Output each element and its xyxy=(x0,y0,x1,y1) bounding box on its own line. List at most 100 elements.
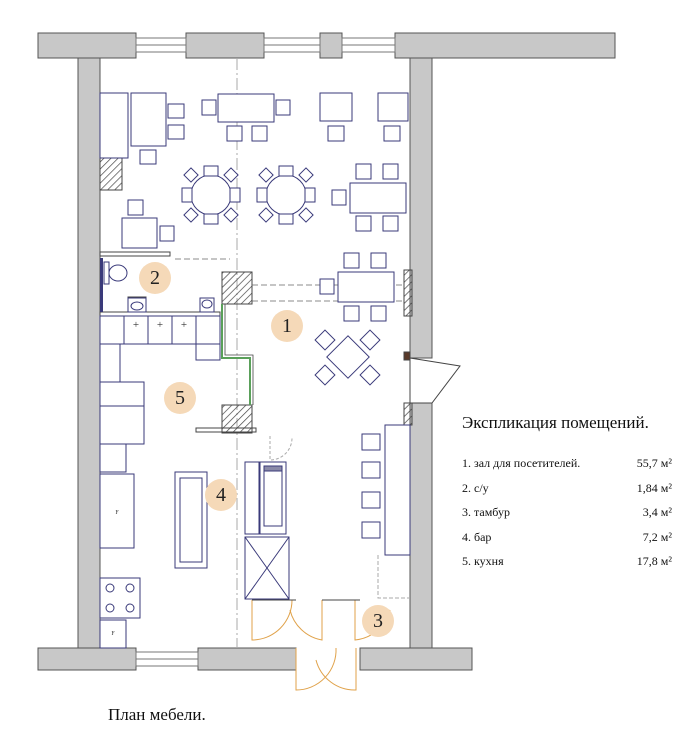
svg-text:2: 2 xyxy=(150,267,160,289)
legend-label: 4. бар xyxy=(462,529,492,544)
entrance-door xyxy=(315,648,357,691)
legend-label: 5. кухня xyxy=(462,554,504,568)
fridge xyxy=(99,473,135,549)
chair xyxy=(201,99,217,116)
svg-text:4: 4 xyxy=(216,484,226,506)
outer-walls xyxy=(37,32,616,671)
chair xyxy=(327,125,345,142)
legend-value: 3,4 м² xyxy=(642,505,672,519)
chair xyxy=(167,124,185,140)
diagonal-table xyxy=(314,329,381,386)
column-right-lower xyxy=(403,402,413,426)
table xyxy=(377,92,409,122)
chair xyxy=(382,163,399,180)
counter-top xyxy=(99,315,221,345)
chair xyxy=(383,125,401,142)
legend-label: 2. с/у xyxy=(462,480,489,495)
room-markers: 1 2 3 4 5 xyxy=(139,262,394,637)
green-partition xyxy=(221,304,251,405)
toilet-tank xyxy=(103,261,110,285)
wall-top-left xyxy=(37,32,137,59)
svg-text:3: 3 xyxy=(373,610,383,632)
chair xyxy=(226,125,243,142)
wall-left xyxy=(77,57,101,649)
legend-row: 1. зал для посетителей. 55,7 м² xyxy=(462,451,672,476)
legend-title: Экспликация помещений. xyxy=(462,413,649,432)
kitchen-cabinet xyxy=(99,381,145,407)
table xyxy=(349,182,407,214)
table xyxy=(319,92,353,122)
column-right-upper xyxy=(403,269,413,317)
table xyxy=(121,217,158,249)
plan-caption: План мебели. xyxy=(108,705,206,724)
wall-top-mid2 xyxy=(319,32,343,59)
legend-label: 3. тамбур xyxy=(462,505,510,519)
svg-text:+: + xyxy=(181,319,187,331)
chair xyxy=(343,305,360,322)
chair xyxy=(370,305,387,322)
chair xyxy=(343,252,360,269)
partition-wc-top xyxy=(99,251,171,257)
room-marker-1 xyxy=(271,310,303,342)
chair xyxy=(139,149,157,165)
wall-right-lower xyxy=(409,402,433,649)
chair xyxy=(275,99,291,116)
column-left-upper xyxy=(99,157,123,191)
room-marker-2 xyxy=(139,262,171,294)
chair xyxy=(331,189,347,206)
svg-text:1: 1 xyxy=(282,315,292,337)
door-swing xyxy=(251,599,293,641)
chair xyxy=(127,199,144,216)
wall-bottom-left xyxy=(37,647,137,671)
chair xyxy=(251,125,268,142)
round-table xyxy=(190,174,232,216)
svg-text:F: F xyxy=(111,631,115,637)
svg-text:+: + xyxy=(157,319,163,331)
dining-furniture xyxy=(99,92,409,322)
bar-cabinet xyxy=(244,461,260,535)
chair xyxy=(319,278,335,295)
legend-row: 5. кухня 17,8 м² xyxy=(462,549,672,574)
wall-right-upper xyxy=(409,57,433,359)
legend-row: 4. бар 7,2 м² xyxy=(462,525,672,550)
bar-furniture xyxy=(244,424,411,600)
kitchen-cabinet xyxy=(99,619,127,649)
hatched-columns xyxy=(99,157,413,434)
table xyxy=(337,271,395,303)
bench xyxy=(99,92,129,159)
stove xyxy=(99,577,141,619)
legend-value: 7,2 м² xyxy=(642,529,672,544)
legend-row: 3. тамбур 3,4 м² xyxy=(462,500,672,525)
wall-bottom-mid xyxy=(197,647,297,671)
chair xyxy=(355,163,372,180)
svg-text:5: 5 xyxy=(175,387,185,409)
round-tables xyxy=(181,165,316,225)
svg-text:+: + xyxy=(133,319,139,331)
room-marker-3 xyxy=(362,605,394,637)
chair xyxy=(167,103,185,119)
chair xyxy=(382,215,399,232)
svg-text:F: F xyxy=(115,510,119,516)
partition-wc-bottom xyxy=(99,311,221,317)
legend: Экспликация помещений. 1. зал для посети… xyxy=(462,413,697,574)
kitchen-cabinet xyxy=(99,443,127,473)
door-stop xyxy=(403,351,411,361)
wall-bottom-right xyxy=(359,647,473,671)
column-center-upper xyxy=(221,271,253,305)
legend-value: 1,84 м² xyxy=(636,480,672,495)
wall-top-right xyxy=(394,32,616,59)
toilet-icon xyxy=(108,264,128,282)
wall-top-mid1 xyxy=(185,32,265,59)
entrance-door xyxy=(295,647,337,691)
legend-row: 2. с/у 1,84 м² xyxy=(462,476,672,501)
kitchen-furniture: + + + F F xyxy=(99,315,221,649)
chair xyxy=(355,215,372,232)
chair xyxy=(370,252,387,269)
legend-label: 1. зал для посетителей. xyxy=(462,456,581,470)
entrance-door-right[interactable] xyxy=(403,351,461,404)
table xyxy=(217,93,275,123)
room-marker-5 xyxy=(164,382,196,414)
round-table xyxy=(265,174,307,216)
column-center-lower xyxy=(221,404,253,434)
